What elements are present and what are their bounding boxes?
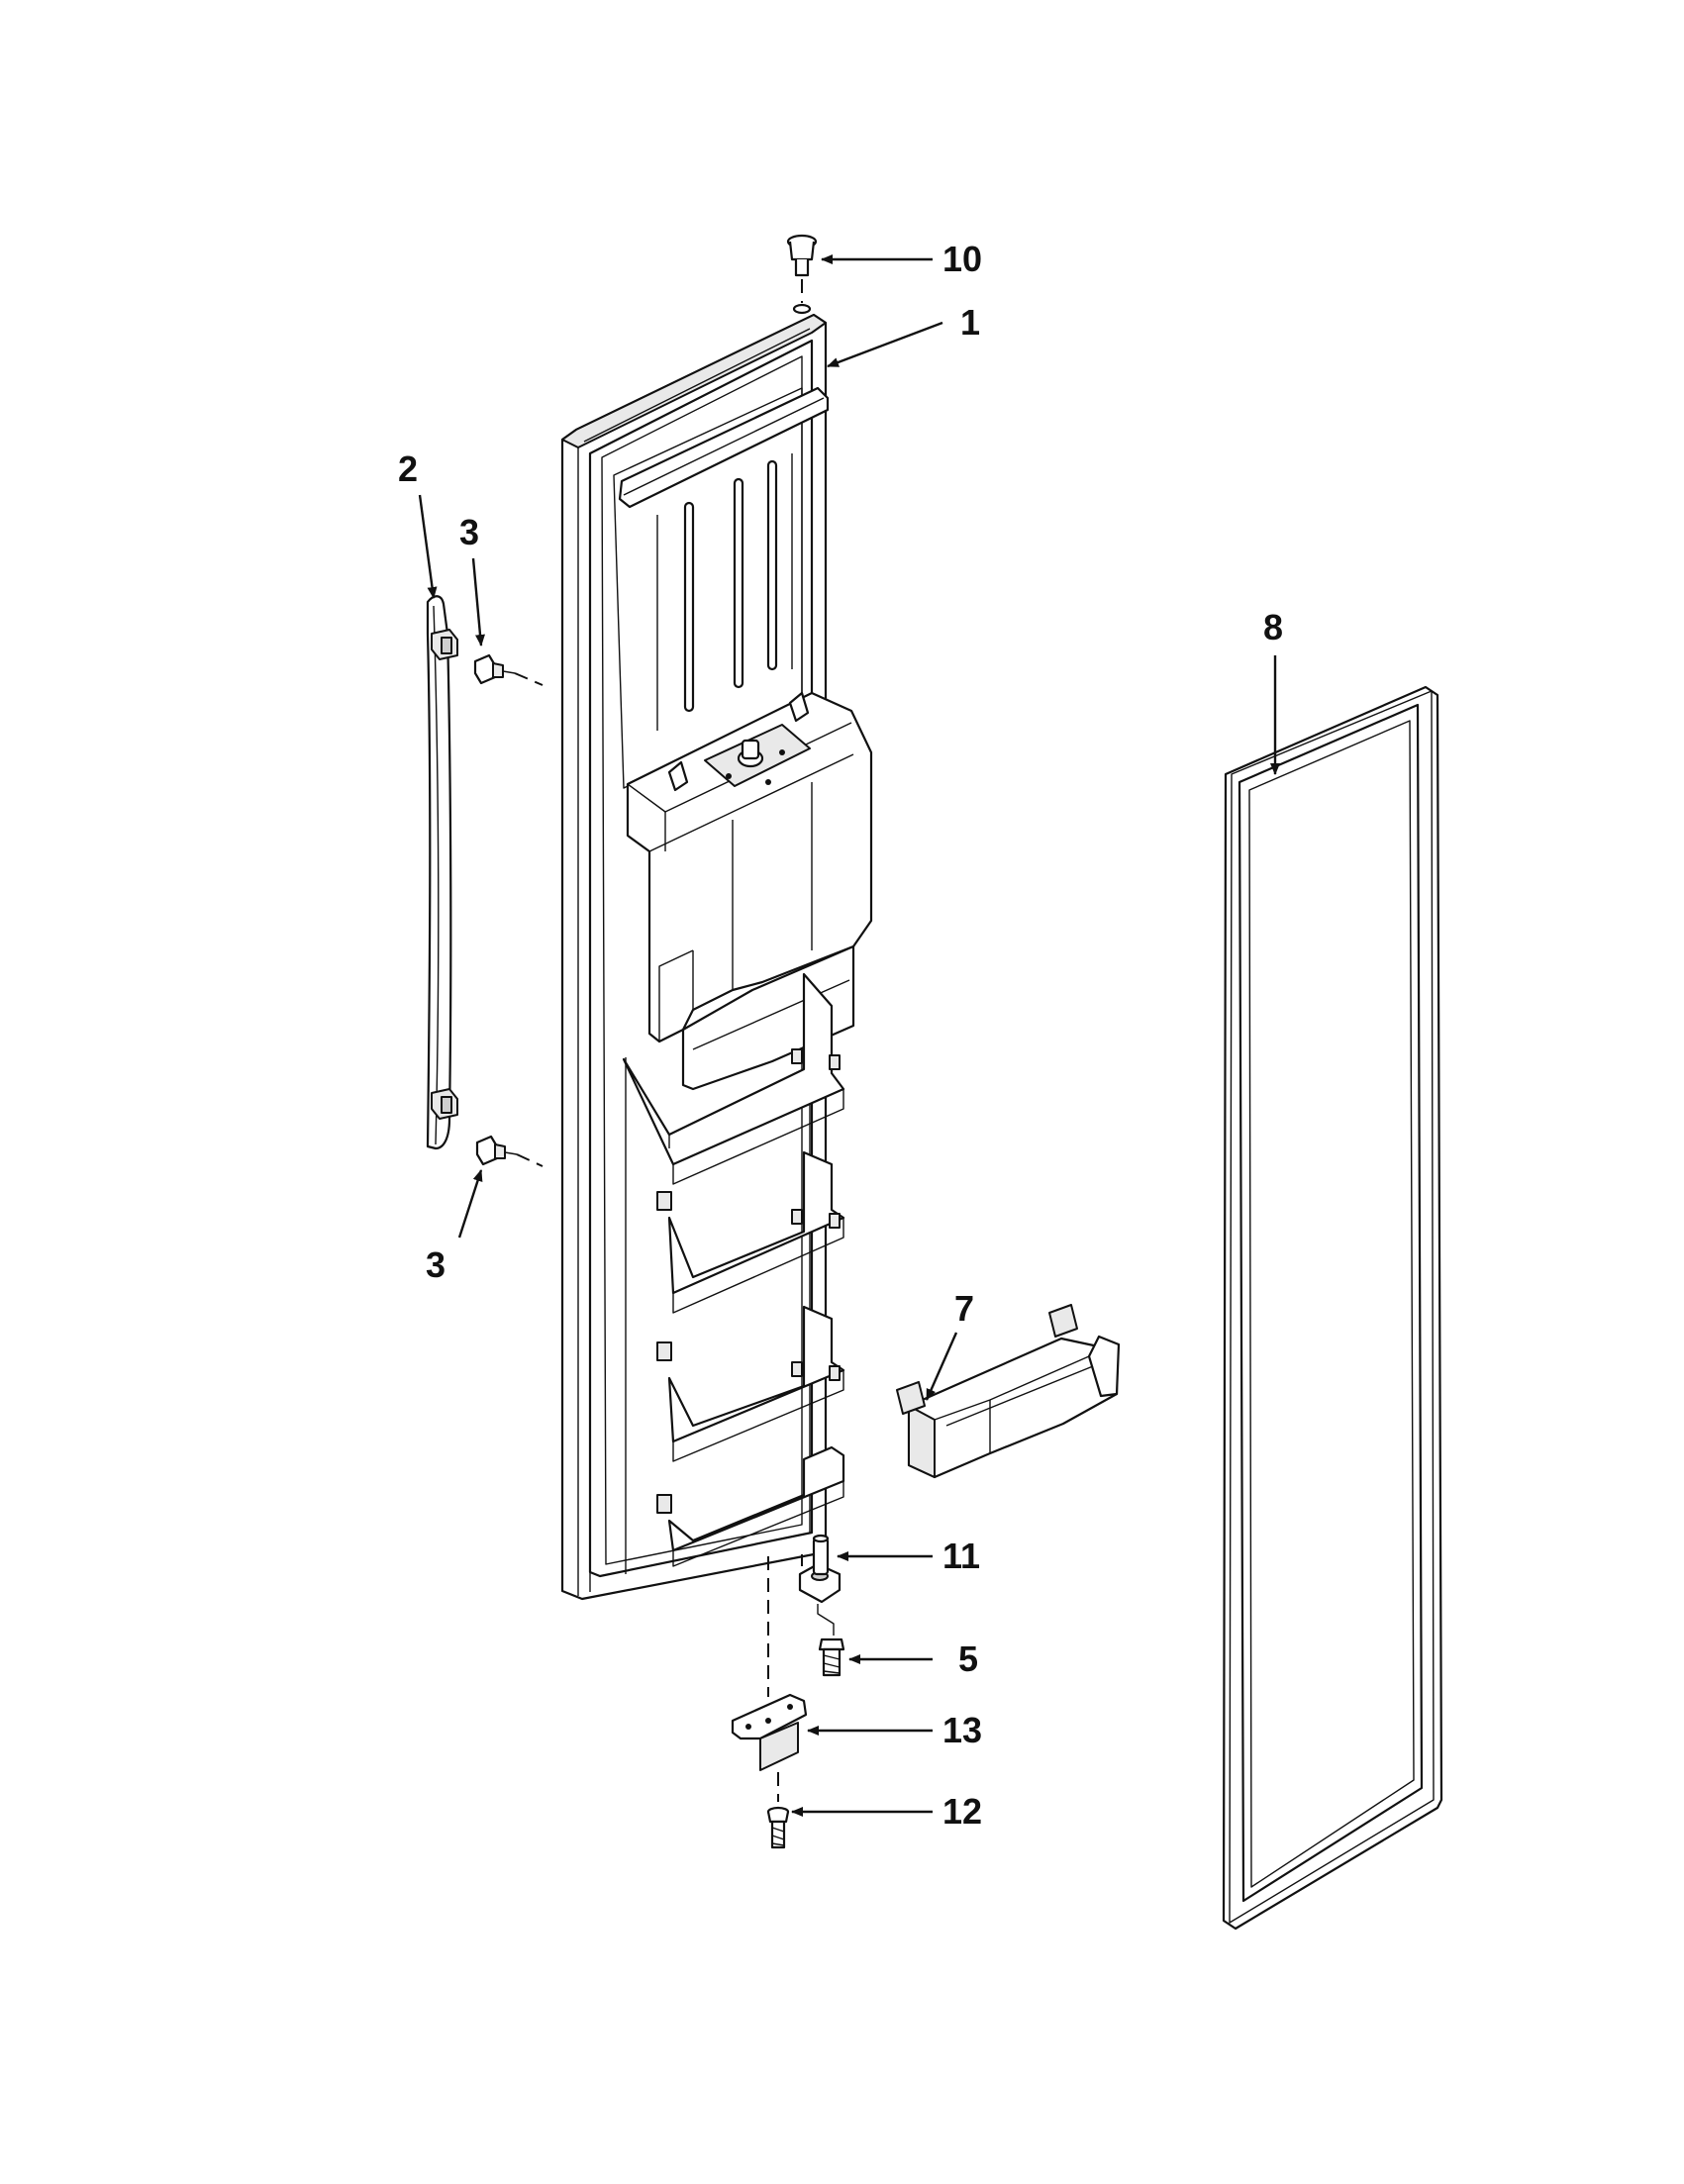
callout-2: 2 — [398, 448, 418, 489]
leader-3-upper — [471, 557, 485, 646]
callout-8: 8 — [1263, 607, 1283, 647]
screw-alignment-line-upper — [514, 672, 544, 686]
callout-3-upper: 3 — [459, 512, 479, 552]
leader-3-lower — [457, 1169, 483, 1239]
hinge-bushing — [786, 234, 818, 277]
leader-2 — [418, 494, 438, 599]
callout-12: 12 — [942, 1791, 982, 1832]
callout-3-lower: 3 — [426, 1244, 446, 1285]
door-gasket — [1222, 685, 1443, 1931]
bracket-screw — [766, 1806, 790, 1849]
callout-10: 10 — [942, 239, 982, 279]
door-assembly — [560, 303, 873, 1601]
callout-7: 7 — [954, 1288, 974, 1329]
hinge-pin — [798, 1534, 842, 1604]
leader-7 — [925, 1332, 958, 1401]
hinge-screw — [818, 1638, 845, 1677]
callout-leaders — [418, 254, 1280, 1817]
callout-5: 5 — [958, 1638, 978, 1679]
callout-1: 1 — [960, 302, 980, 343]
screw-alignment-line-lower — [516, 1153, 544, 1167]
callout-13: 13 — [942, 1710, 982, 1750]
leader-1 — [827, 321, 943, 368]
hinge-bracket — [731, 1693, 808, 1771]
callout-labels: 10 1 2 3 3 8 7 11 5 13 12 — [398, 239, 1283, 1832]
door-bin — [896, 1304, 1121, 1479]
handle-screw-upper — [473, 653, 516, 685]
handle-screw-lower — [475, 1135, 518, 1166]
door-handle — [426, 595, 458, 1150]
hinge-pin-alignment-line — [817, 1604, 835, 1636]
callout-11: 11 — [942, 1536, 980, 1576]
